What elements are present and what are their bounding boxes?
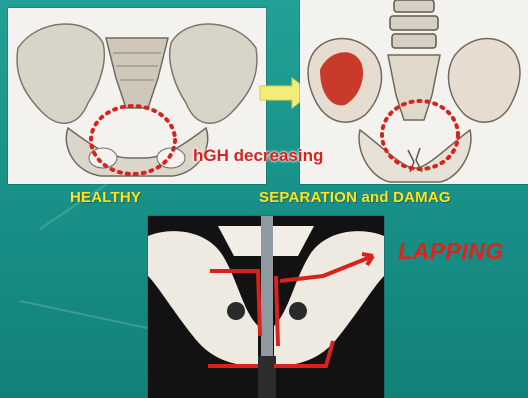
lapping-pelvis-photo [148, 216, 384, 398]
background-streak [20, 300, 157, 331]
healthy-caption: HEALTHY [70, 189, 141, 206]
hgh-decreasing-label: hGH decreasing [193, 146, 323, 166]
separation-pelvis-image [300, 0, 528, 184]
lapping-photo [148, 216, 384, 398]
lapping-label: LAPPING [398, 238, 504, 265]
separation-caption: SEPARATION and DAMAG [259, 189, 451, 206]
separation-pelvis-illustration [300, 0, 528, 184]
